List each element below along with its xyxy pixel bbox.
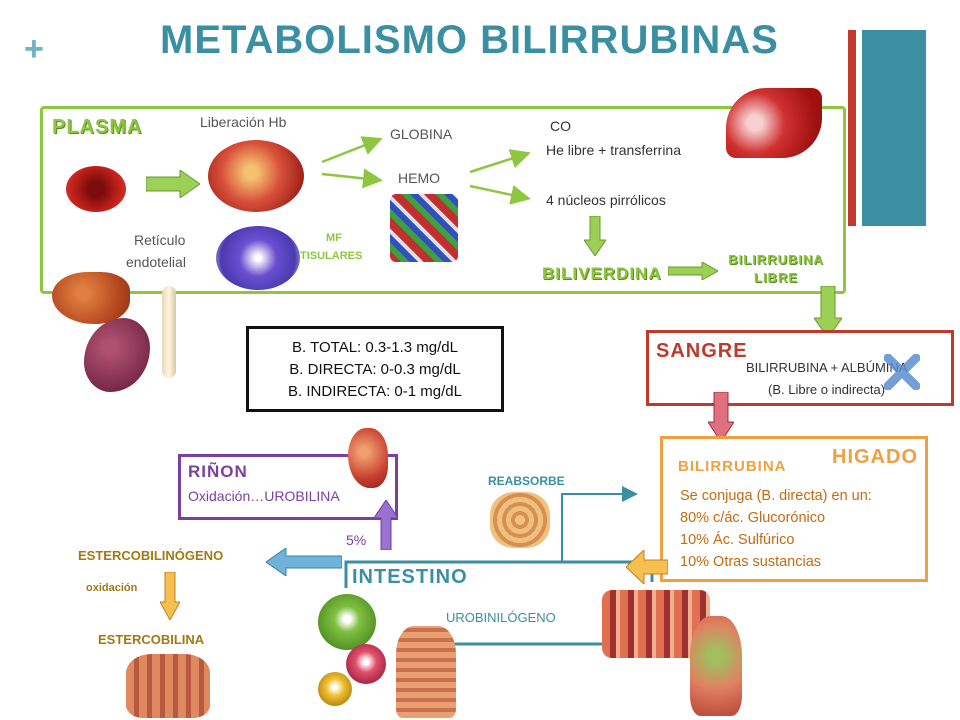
oxidacion-text: oxidación bbox=[86, 582, 138, 594]
higado-label: HIGADO bbox=[832, 446, 918, 468]
colon-image bbox=[126, 654, 210, 718]
co-text: CO bbox=[550, 118, 571, 134]
macrophage-image bbox=[216, 226, 300, 290]
decor-bar-red bbox=[848, 30, 856, 226]
nucleos-text: 4 núcleos pirrólicos bbox=[546, 192, 666, 208]
big-green-arrow-1 bbox=[146, 170, 200, 198]
down-red-arrow-higado bbox=[708, 392, 734, 442]
higado-line-1: 80% c/ác. Glucorónico bbox=[680, 510, 826, 526]
page-title: METABOLISMO BILIRRUBINAS bbox=[160, 18, 779, 62]
arrow-to-co bbox=[469, 149, 531, 174]
reabsorbe-arrow bbox=[561, 486, 638, 562]
bacteria-pink-image bbox=[346, 644, 386, 684]
bilirrubina-libre-label-1: BILIRRUBINA bbox=[728, 252, 824, 267]
reference-values-box: B. TOTAL: 0.3-1.3 mg/dL B. DIRECTA: 0-0.… bbox=[246, 326, 504, 412]
higado-bilirrubina: BILIRRUBINA bbox=[678, 458, 787, 475]
plus-icon: + bbox=[24, 30, 44, 68]
down-green-arrow-sangre bbox=[814, 286, 842, 338]
hemolysis-image bbox=[208, 140, 304, 212]
estercobilinogeno-text: ESTERCOBILINÓGENO bbox=[78, 548, 224, 563]
rinon-label: RIÑON bbox=[188, 462, 248, 481]
decor-bar-teal bbox=[862, 30, 926, 226]
higado-conjuga: Se conjuga (B. directa) en un: bbox=[680, 488, 872, 504]
hemo-text: HEMO bbox=[398, 170, 440, 186]
reabsorbe-text: REABSORBE bbox=[488, 474, 565, 488]
arrow-to-hemo bbox=[321, 168, 383, 189]
intestino-label: INTESTINO bbox=[352, 566, 468, 588]
up-purple-arrow-rinon bbox=[374, 500, 398, 550]
bacteria-green-image bbox=[318, 594, 376, 650]
fe-transferrina-text: He libre + transferrina bbox=[546, 142, 682, 158]
globina-text: GLOBINA bbox=[390, 126, 453, 142]
blood-vessel-image bbox=[726, 88, 822, 158]
digestive-system-image bbox=[396, 626, 456, 718]
urobilinogeno-text: UROBINILÓGENO bbox=[446, 610, 556, 625]
rinon-text: Oxidación…UROBILINA bbox=[188, 488, 340, 504]
sangre-line1: BILIRRUBINA + ALBÚMINA bbox=[746, 360, 908, 375]
value-directa: B. DIRECTA: 0-0.3 mg/dL bbox=[289, 361, 461, 378]
value-total: B. TOTAL: 0.3-1.3 mg/dL bbox=[292, 339, 458, 356]
bacteria-yellow-image bbox=[318, 672, 352, 706]
down-yellow-arrow-estercobilina bbox=[160, 572, 180, 620]
red-blood-cell-image bbox=[66, 166, 126, 212]
arrow-to-globina bbox=[321, 136, 383, 164]
plasma-box bbox=[40, 106, 846, 294]
plasma-label: PLASMA bbox=[52, 116, 143, 138]
bilirrubina-libre-label-2: LIBRE bbox=[754, 270, 798, 285]
estercobilina-text: ESTERCOBILINA bbox=[98, 632, 205, 647]
biliverdina-label: BILIVERDINA bbox=[542, 264, 662, 283]
intestine-small-image bbox=[490, 492, 550, 548]
reticulo-text-2: endotelial bbox=[126, 254, 186, 270]
right-green-arrow-biliverdina bbox=[668, 262, 718, 280]
reticulo-text-1: Retículo bbox=[134, 232, 186, 248]
higado-line-3: 10% Otras sustancias bbox=[680, 554, 822, 570]
liver-gallbladder-image bbox=[690, 616, 742, 716]
sangre-label: SANGRE bbox=[656, 340, 748, 362]
higado-line-2: 10% Ác. Sulfúrico bbox=[680, 532, 795, 548]
left-blue-arrow-estercobilinogeno bbox=[266, 548, 342, 576]
mf-text-1: MF bbox=[326, 232, 342, 244]
arrow-to-nucleos bbox=[469, 184, 531, 205]
sangre-line2: (B. Libre o indirecta) bbox=[768, 382, 886, 397]
mf-text-2: TISULARES bbox=[300, 250, 363, 262]
close-x-icon bbox=[883, 353, 921, 391]
liver-image bbox=[52, 272, 130, 324]
liberacion-hb-text: Liberación Hb bbox=[200, 114, 287, 130]
bone-image bbox=[162, 286, 176, 378]
five-percent-text: 5% bbox=[346, 532, 367, 548]
kidney-image bbox=[348, 428, 388, 488]
heme-molecule-image bbox=[390, 194, 458, 262]
left-orange-arrow-intestino bbox=[626, 550, 668, 584]
value-indirecta: B. INDIRECTA: 0-1 mg/dL bbox=[288, 383, 462, 400]
higado-box bbox=[660, 436, 928, 582]
down-green-arrow-biliverdina bbox=[584, 216, 606, 256]
